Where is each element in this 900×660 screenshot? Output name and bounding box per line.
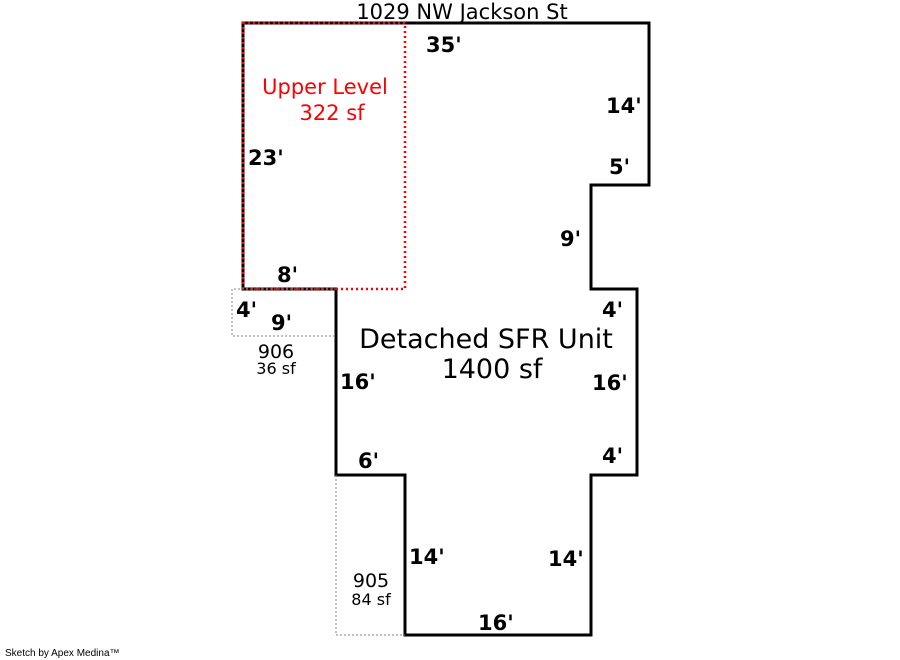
dim-right-bump-top: 4' — [602, 298, 623, 322]
dim-right-inner: 9' — [560, 227, 581, 251]
dim-right-step: 5' — [609, 155, 630, 179]
dim-right-bump: 16' — [592, 371, 628, 395]
address-label: 1029 NW Jackson St — [356, 0, 567, 24]
annex-906-area: 36 sf — [256, 359, 296, 378]
dim-annex-height: 4' — [236, 298, 257, 322]
dim-bottom-right: 14' — [548, 547, 584, 571]
dim-right-top: 14' — [606, 94, 642, 118]
dim-left-top: 23' — [248, 146, 284, 170]
annex-906-outline — [231, 288, 336, 337]
main-area-name: Detached SFR Unit — [359, 324, 613, 355]
annex-905-code: 905 — [353, 570, 389, 592]
dim-bottom: 16' — [478, 611, 514, 635]
annex-905-area: 84 sf — [351, 590, 391, 609]
main-outline — [241, 21, 651, 637]
annex-906-code: 906 — [258, 341, 294, 363]
dim-left-notch: 8' — [277, 263, 298, 287]
sketch-credit: Sketch by Apex Medina™ — [5, 648, 120, 659]
upper-level-area: 322 sf — [299, 101, 365, 125]
dim-bottom-left: 14' — [409, 545, 445, 569]
dim-right-bump-bottom: 4' — [602, 444, 623, 468]
main-area-size: 1400 sf — [442, 354, 544, 385]
dim-left-mid: 16' — [340, 370, 376, 394]
annex-905-outline — [335, 475, 405, 636]
upper-level-name: Upper Level — [262, 75, 388, 99]
dim-top: 35' — [426, 33, 462, 57]
dim-annex-width: 9' — [271, 311, 292, 335]
dim-left-step: 6' — [358, 449, 379, 473]
